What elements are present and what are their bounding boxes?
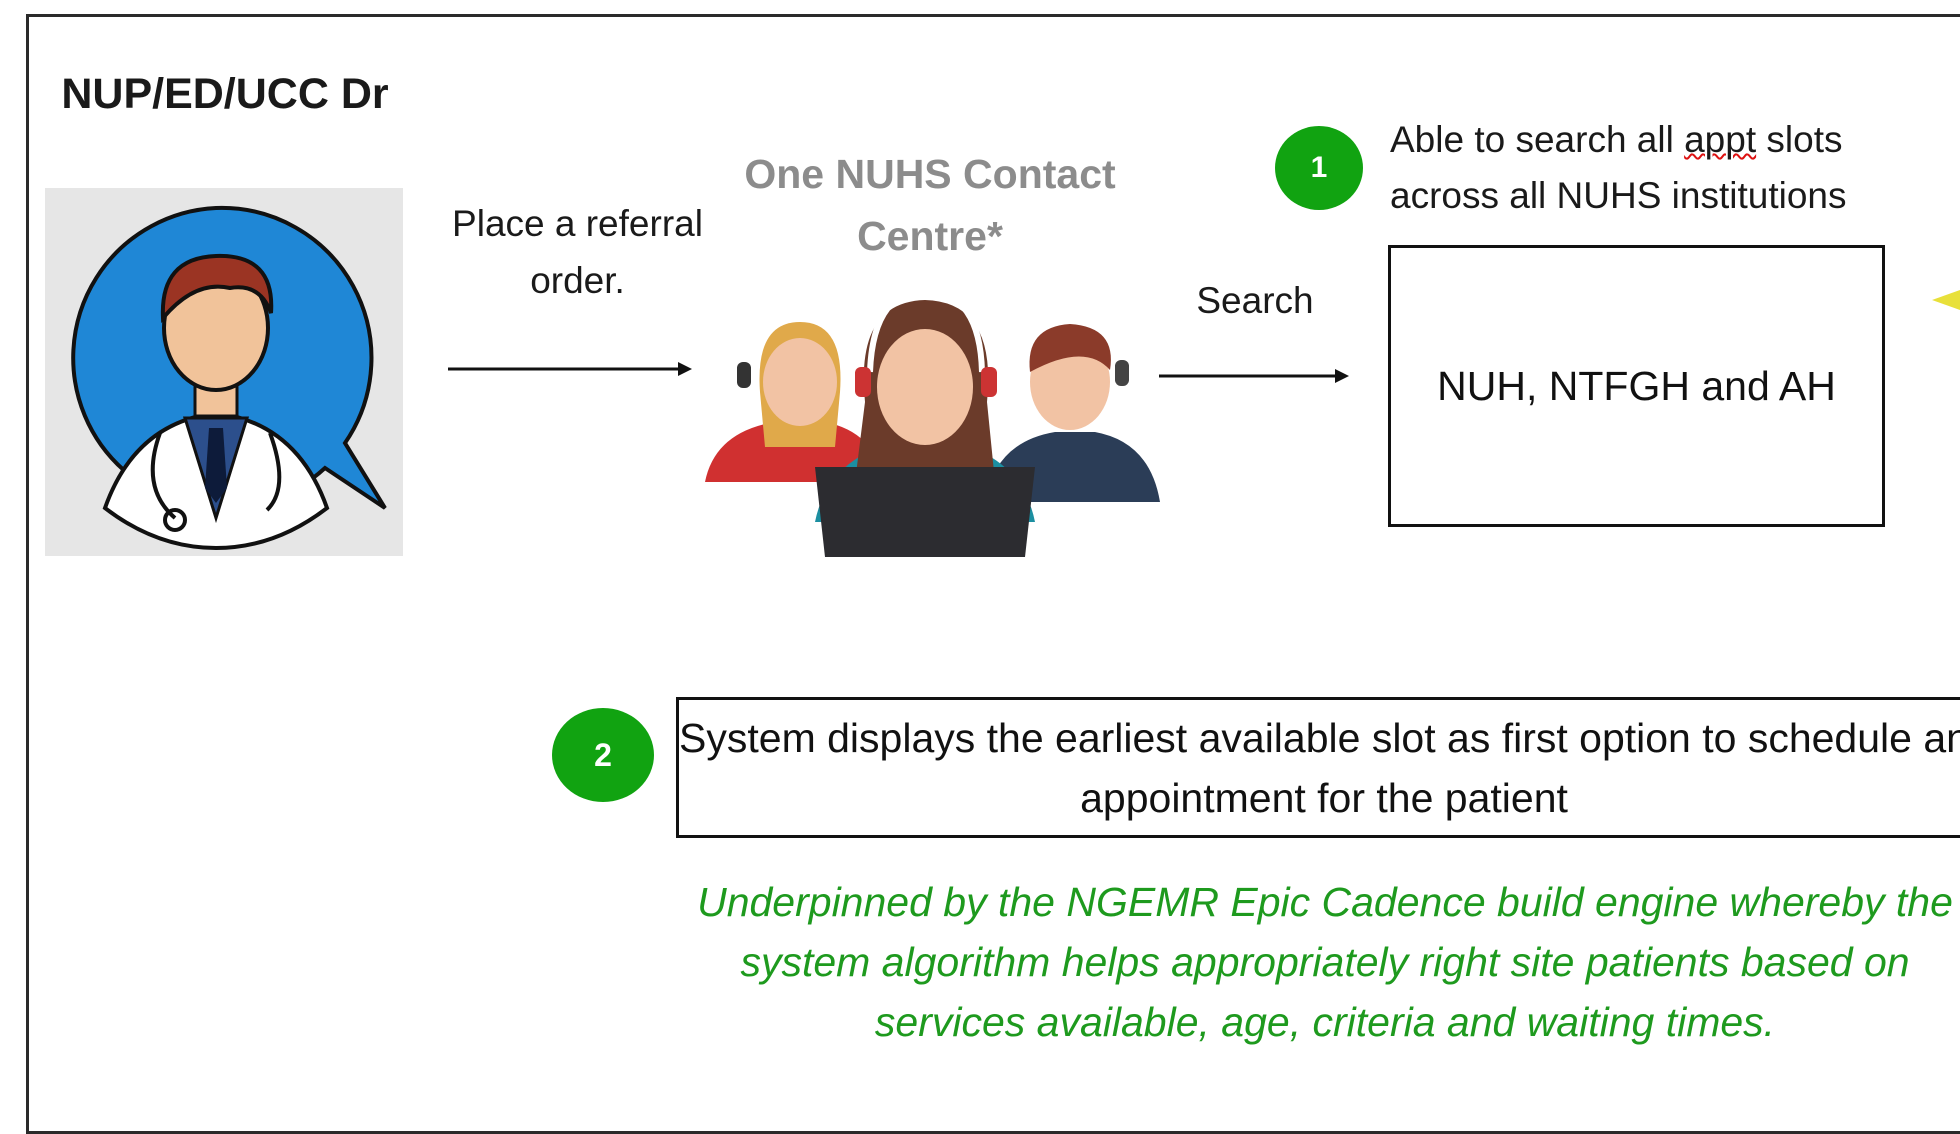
call-centre-agents-icon [705, 286, 1160, 557]
referral-label: Place a referral order. [452, 203, 703, 301]
ability-line2: across all NUHS institutions [1390, 175, 1847, 216]
referral-arrow [448, 362, 692, 376]
system-display-text: System displays the earliest available s… [679, 714, 1960, 821]
search-arrow [1159, 369, 1349, 383]
ability-appt-word: appt [1684, 119, 1757, 160]
institutions-box: NUH, NTFGH and AH [1388, 245, 1885, 527]
ability-line1-start: Able to search all [1390, 119, 1685, 160]
step-1-badge: 1 [1275, 126, 1363, 210]
doctor-title: NUP/ED/UCC Dr [61, 70, 389, 118]
search-ability-text: Able to search all appt slots across all… [1390, 112, 1910, 224]
contact-centre-title: One NUHS Contact Centre* [744, 151, 1116, 259]
doctor-icon [45, 188, 403, 556]
system-display-box: System displays the earliest available s… [676, 697, 1960, 838]
institutions-text: NUH, NTFGH and AH [1437, 362, 1836, 409]
step-2-badge: 2 [552, 708, 654, 802]
engine-note: Underpinned by the NGEMR Epic Cadence bu… [697, 879, 1953, 1045]
ability-line1-end: slots [1756, 119, 1843, 160]
search-label: Search [1196, 280, 1314, 321]
yellow-arrow-tip [1932, 290, 1960, 310]
